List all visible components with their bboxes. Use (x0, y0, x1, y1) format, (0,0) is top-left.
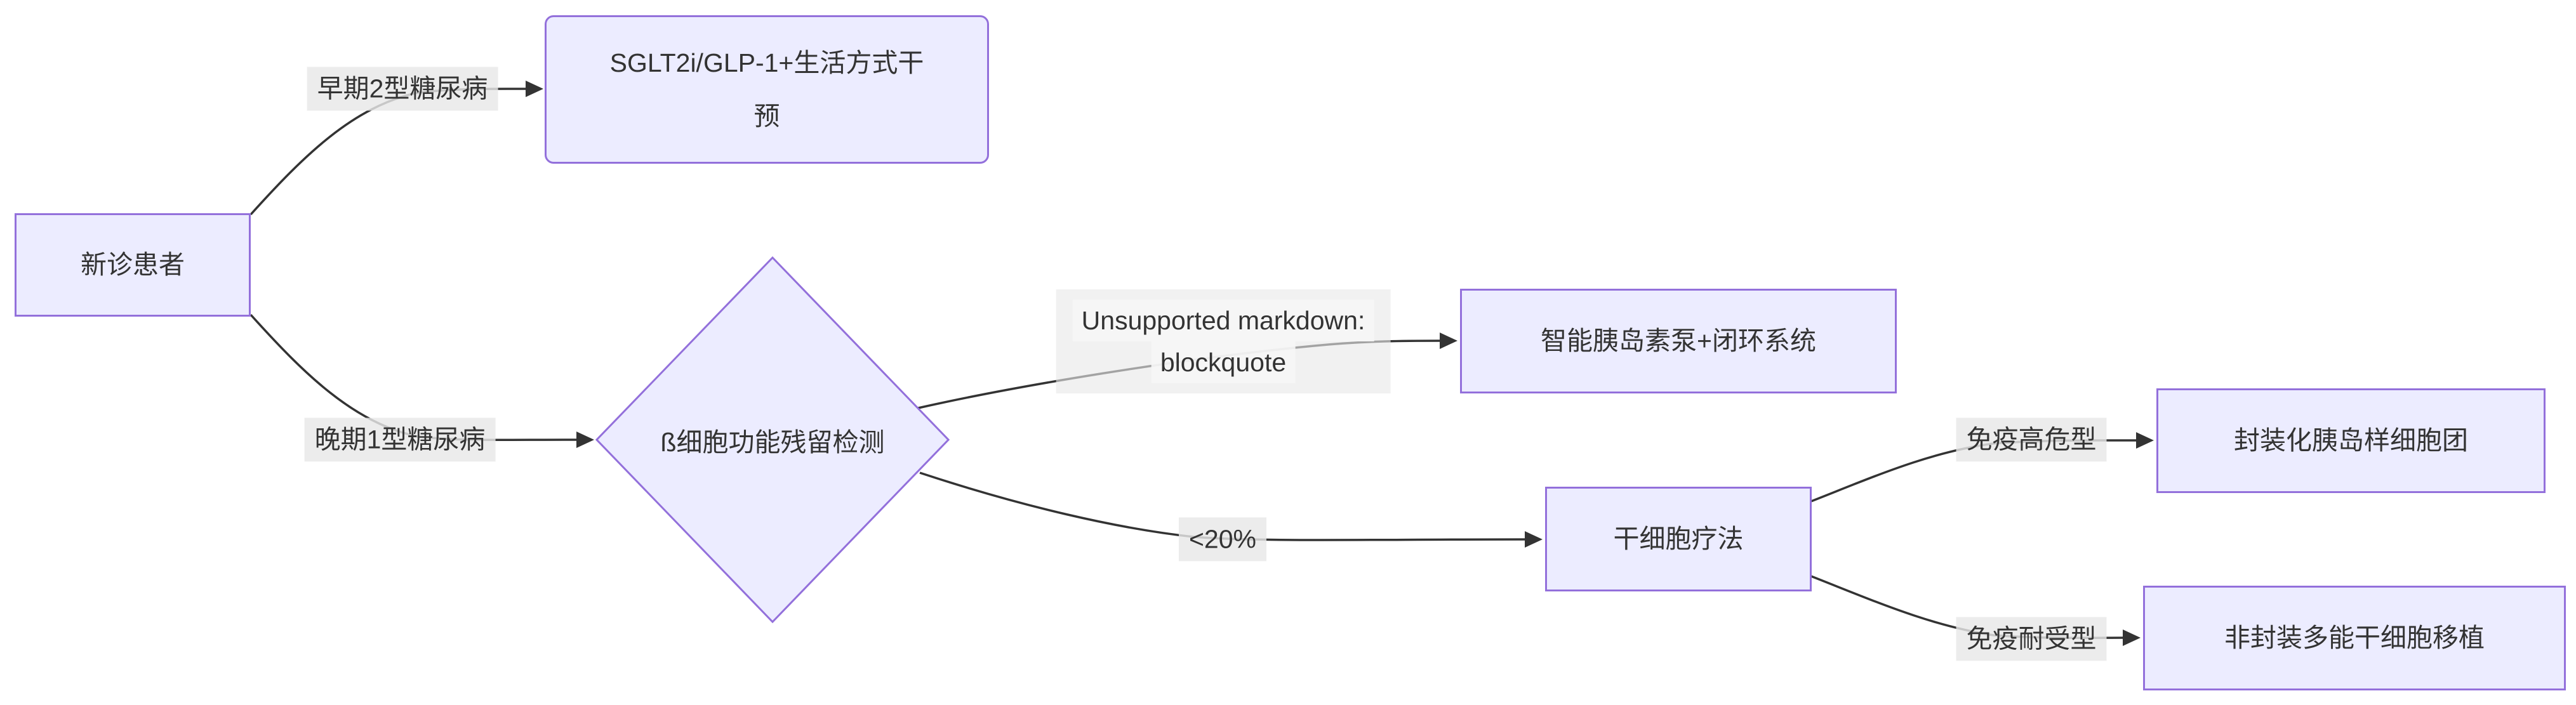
node-encapsulated-islet: 封装化胰岛样细胞团 (2156, 388, 2546, 493)
node-unencapsulated-transplant: 非封装多能干细胞移植 (2143, 586, 2566, 690)
node-stem-cell-therapy-label: 干细胞疗法 (1613, 524, 1744, 553)
edge-label-lt20pct: <20% (1178, 517, 1267, 562)
node-encapsulated-islet-label: 封装化胰岛样细胞团 (2234, 425, 2468, 455)
edge-label-unsupported-markdown: Unsupported markdown: blockquote (1056, 289, 1391, 393)
node-new-patient-label: 新诊患者 (81, 249, 185, 279)
edge-label-unsupported-markdown-line1: Unsupported markdown: (1072, 300, 1374, 341)
node-beta-cell-test-label: ß细胞功能残留检测 (660, 428, 885, 457)
node-smart-pump: 智能胰岛素泵+闭环系统 (1460, 289, 1897, 393)
node-stem-cell-therapy: 干细胞疗法 (1545, 487, 1812, 591)
diamond-shape (595, 256, 950, 623)
edge-label-unsupported-markdown-line2: blockquote (1151, 341, 1296, 383)
node-new-patient: 新诊患者 (15, 213, 251, 317)
node-beta-cell-test: ß细胞功能残留检测 (595, 256, 950, 623)
node-unencapsulated-transplant-label: 非封装多能干细胞移植 (2224, 623, 2485, 652)
node-smart-pump-label: 智能胰岛素泵+闭环系统 (1541, 326, 1816, 355)
edge-label-immune-high-risk: 免疫高危型 (1956, 418, 2107, 462)
node-sglt2i-glp1-label: SGLT2i/GLP-1+生活方式干预 (609, 48, 924, 131)
edge-label-early-type2: 早期2型糖尿病 (307, 67, 498, 111)
edge-label-immune-tolerant: 免疫耐受型 (1956, 617, 2107, 661)
node-sglt2i-glp1: SGLT2i/GLP-1+生活方式干预 (545, 15, 989, 164)
edge-label-late-type1: 晚期1型糖尿病 (304, 418, 496, 462)
